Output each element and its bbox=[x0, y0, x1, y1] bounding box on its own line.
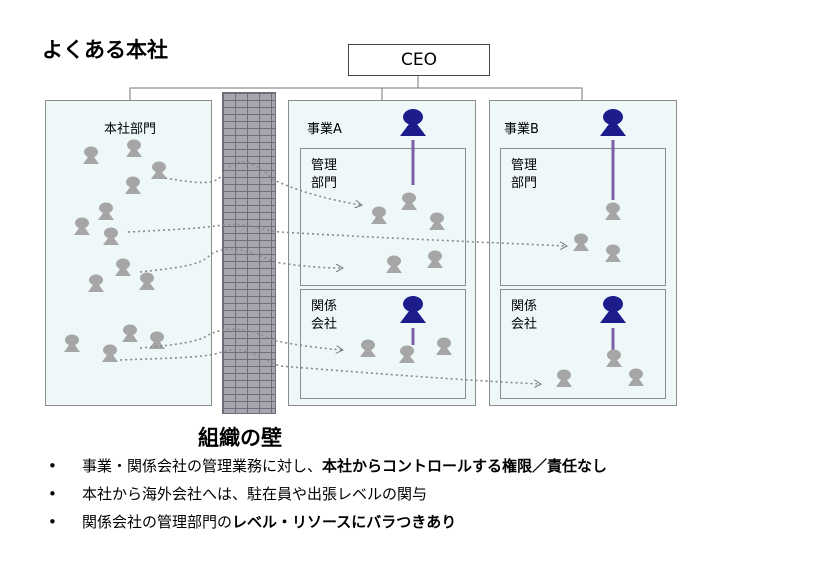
division-b-label: 事業B bbox=[504, 122, 539, 137]
ceo-box: CEO bbox=[348, 44, 490, 76]
relation-line bbox=[127, 223, 566, 246]
division-a-label: 事業A bbox=[307, 122, 342, 137]
person-icon bbox=[139, 272, 155, 290]
ceo-to-division-a-line bbox=[381, 87, 418, 100]
person-icon bbox=[125, 176, 141, 194]
leader-person-icon bbox=[400, 109, 426, 136]
bullet-item: 関係会社の管理部門のレベル・リソースにバラつきあり bbox=[48, 511, 607, 539]
page-title: よくある本社 bbox=[42, 38, 168, 62]
person-icon bbox=[103, 227, 119, 245]
person-icon bbox=[573, 233, 589, 251]
person-icon bbox=[628, 368, 644, 386]
wall-caption: 組織の壁 bbox=[198, 426, 282, 450]
person-icon bbox=[605, 202, 621, 220]
leader-person-icon bbox=[400, 296, 426, 323]
bullet-emphasis: レベル・リソースにバラつきあり bbox=[232, 513, 457, 531]
person-icon bbox=[122, 324, 138, 342]
hq-label: 本社部門 bbox=[104, 122, 157, 137]
person-icon bbox=[429, 212, 445, 230]
person-icon bbox=[74, 217, 90, 235]
bullet-list: 事業・関係会社の管理業務に対し、本社からコントロールする権限／責任なし 本社から… bbox=[48, 455, 607, 539]
person-icon bbox=[64, 334, 80, 352]
person-icon bbox=[126, 139, 142, 157]
organization-wall bbox=[222, 92, 276, 414]
ceo-to-division-b-line bbox=[418, 87, 583, 100]
person-icon bbox=[427, 250, 443, 268]
bullet-text: 本社から海外会社へは、駐在員や出張レベルの関与 bbox=[82, 485, 428, 503]
relation-line bbox=[119, 349, 540, 384]
relation-line bbox=[139, 328, 342, 350]
person-icon bbox=[102, 344, 118, 362]
ceo-to-hq-line bbox=[129, 74, 419, 100]
bullet-text: 事業・関係会社の管理業務に対し、 bbox=[82, 457, 323, 475]
person-icon bbox=[399, 345, 415, 363]
person-icon bbox=[98, 202, 114, 220]
division-a-affiliate-label: 関係 会社 bbox=[311, 299, 338, 332]
division-b-affiliate-label: 関係 会社 bbox=[511, 299, 538, 332]
bullet-item: 事業・関係会社の管理業務に対し、本社からコントロールする権限／責任なし bbox=[48, 455, 607, 483]
leader-person-icon bbox=[600, 109, 626, 136]
person-icon bbox=[556, 369, 572, 387]
person-icon bbox=[605, 244, 621, 262]
bullet-item: 本社から海外会社へは、駐在員や出張レベルの関与 bbox=[48, 483, 607, 511]
person-icon bbox=[83, 146, 99, 164]
person-icon bbox=[360, 339, 376, 357]
person-icon bbox=[436, 337, 452, 355]
person-icon bbox=[401, 192, 417, 210]
division-a-affiliate-box: 関係 会社 bbox=[300, 289, 466, 399]
hq-panel: 本社部門 bbox=[45, 100, 212, 406]
division-b-admin-label: 管理 部門 bbox=[511, 158, 538, 191]
person-icon bbox=[386, 255, 402, 273]
bullet-text: 関係会社の管理部門の bbox=[82, 513, 233, 531]
bullet-emphasis: 本社からコントロールする権限／責任なし bbox=[322, 457, 608, 475]
leader-person-icon bbox=[600, 296, 626, 323]
division-b-affiliate-box: 関係 会社 bbox=[500, 289, 666, 399]
division-b-admin-box: 管理 部門 bbox=[500, 148, 666, 286]
division-a-admin-label: 管理 部門 bbox=[311, 158, 338, 191]
relation-line bbox=[164, 161, 361, 205]
person-icon bbox=[88, 274, 104, 292]
relation-line bbox=[139, 248, 342, 273]
person-icon bbox=[115, 258, 131, 276]
person-icon bbox=[606, 349, 622, 367]
person-icon bbox=[151, 161, 167, 179]
person-icon bbox=[371, 206, 387, 224]
